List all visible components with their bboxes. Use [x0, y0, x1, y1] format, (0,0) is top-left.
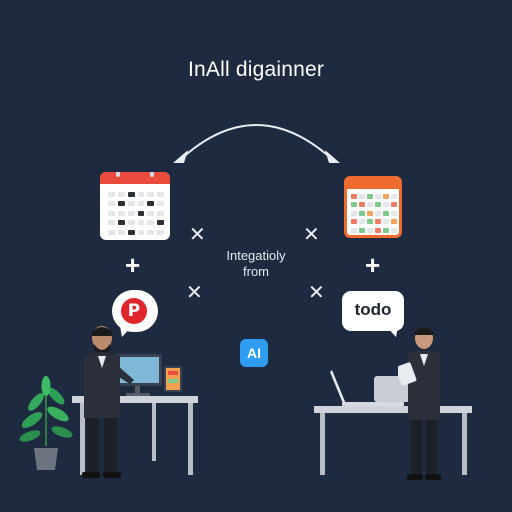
person-right	[398, 327, 441, 480]
cross-icon: ✕	[189, 224, 206, 246]
plus-icon-right: +	[365, 250, 381, 280]
center-caption-line1: Integatioly	[226, 248, 286, 263]
bubble-tail	[386, 326, 398, 337]
ai-icon: AI	[240, 339, 268, 367]
pinterest-icon: P	[121, 298, 147, 324]
potted-plant	[19, 376, 73, 470]
calendar-grid	[351, 194, 397, 234]
desk-left	[72, 396, 198, 475]
todo-label: todo	[354, 300, 392, 319]
cross-icon: ✕	[303, 224, 320, 246]
calendar-grid	[108, 192, 164, 236]
person-left	[82, 326, 134, 478]
center-caption-line2: from	[243, 264, 269, 279]
plus-icon-left: +	[125, 250, 141, 280]
calendar-icon-left	[100, 172, 170, 240]
page-title: InAll digainner	[187, 58, 325, 81]
cross-icon: ✕	[308, 282, 325, 304]
cross-icon: ✕	[186, 282, 203, 304]
calendar-icon-right	[344, 176, 402, 238]
center-caption: Integatioly from	[196, 248, 316, 280]
bubble-tail	[120, 326, 132, 337]
desk-right	[314, 406, 472, 475]
todo-bubble	[342, 291, 404, 331]
